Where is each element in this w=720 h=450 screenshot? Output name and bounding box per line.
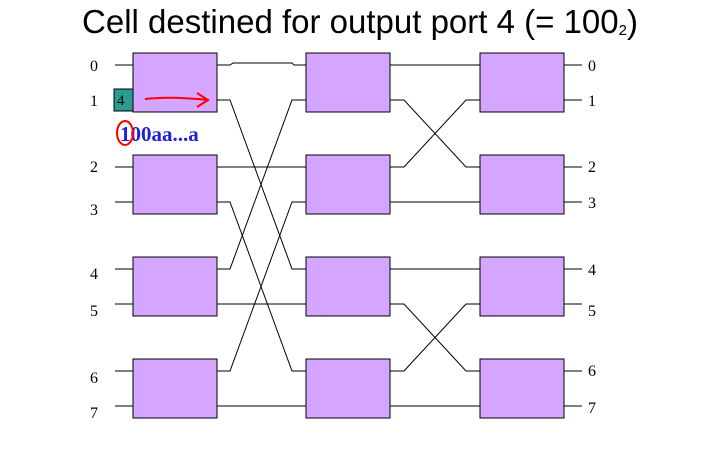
output-port-6: 6: [588, 363, 596, 380]
stage-1-switches: [132, 52, 218, 419]
output-port-0: 0: [588, 58, 596, 75]
stage2-stage3-wires: [390, 64, 480, 407]
switch-s1-2: [132, 256, 218, 317]
arrow-head: [196, 92, 210, 108]
input-port-7: 7: [90, 405, 98, 422]
input-wires: [115, 64, 133, 407]
input-port-6: 6: [90, 370, 98, 387]
title-text: Cell destined for output port 4 (= 100: [82, 3, 619, 40]
switch-s3-3: [479, 358, 565, 419]
output-wires: [564, 64, 582, 407]
switch-s1-0: [132, 52, 218, 113]
input-port-0: 0: [90, 58, 98, 75]
output-port-3: 3: [588, 195, 596, 212]
switch-s2-0: [305, 52, 391, 113]
switch-s2-3: [305, 358, 391, 419]
cell-box: [113, 88, 134, 112]
switch-s3-2: [479, 256, 565, 317]
switch-s2-1: [305, 154, 391, 215]
switch-s1-3: [132, 358, 218, 419]
output-port-7: 7: [588, 400, 596, 417]
cell-label: 4: [117, 93, 125, 109]
title-subscript: 2: [618, 22, 627, 39]
output-port-labels: 0 1 2 3 4 5 6 7: [588, 58, 596, 417]
input-port-3: 3: [90, 202, 98, 219]
input-port-1: 1: [90, 93, 98, 110]
arrow-shaft: [144, 96, 209, 101]
output-port-5: 5: [588, 303, 596, 320]
switch-s2-2: [305, 256, 391, 317]
input-port-5: 5: [90, 303, 98, 320]
stage1-stage2-wires: [217, 62, 307, 407]
switch-s3-1: [479, 154, 565, 215]
title-suffix: ): [626, 3, 638, 40]
output-port-2: 2: [588, 159, 596, 176]
stage-2-switches: [305, 52, 391, 419]
input-port-4: 4: [90, 266, 98, 283]
red-arrow-annotation: [144, 92, 210, 108]
output-port-1: 1: [588, 93, 596, 110]
input-port-labels: 0 1 2 3 4 5 6 7: [90, 58, 98, 422]
switch-s1-1: [132, 154, 218, 215]
output-port-4: 4: [588, 262, 596, 279]
input-port-2: 2: [90, 159, 98, 176]
switch-s3-0: [479, 52, 565, 113]
first-bit-circle: [116, 120, 134, 146]
slide-title: Cell destined for output port 4 (= 1002): [0, 0, 720, 51]
stage-3-switches: [479, 52, 565, 419]
cell-packet: 4: [113, 88, 134, 112]
